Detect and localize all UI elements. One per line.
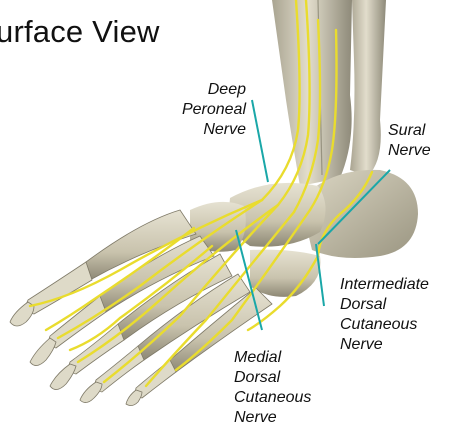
label-line: Nerve (150, 120, 246, 140)
label-line: Cutaneous (234, 388, 311, 408)
tibia-bone (272, 0, 352, 186)
label-line: Medial (234, 348, 311, 368)
label-line: Dorsal (234, 368, 311, 388)
label-line: Sural (388, 121, 431, 141)
page-title: urface View (0, 14, 160, 50)
label-line: Peroneal (150, 100, 246, 120)
label-sural-nerve: Sural Nerve (388, 121, 431, 161)
fibula-bone (350, 0, 386, 176)
label-line: Nerve (234, 408, 311, 428)
label-deep-peroneal-nerve: Deep Peroneal Nerve (150, 80, 246, 140)
cuboid-bone (250, 250, 321, 297)
label-intermediate-dorsal-cutaneous-nerve: Intermediate Dorsal Cutaneous Nerve (340, 275, 429, 355)
label-line: Cutaneous (340, 315, 429, 335)
label-line: Deep (150, 80, 246, 100)
label-line: Nerve (388, 141, 431, 161)
label-line: Nerve (340, 335, 429, 355)
label-medial-dorsal-cutaneous-nerve: Medial Dorsal Cutaneous Nerve (234, 348, 311, 428)
leader-deep-peroneal (252, 100, 268, 182)
label-line: Dorsal (340, 295, 429, 315)
label-line: Intermediate (340, 275, 429, 295)
